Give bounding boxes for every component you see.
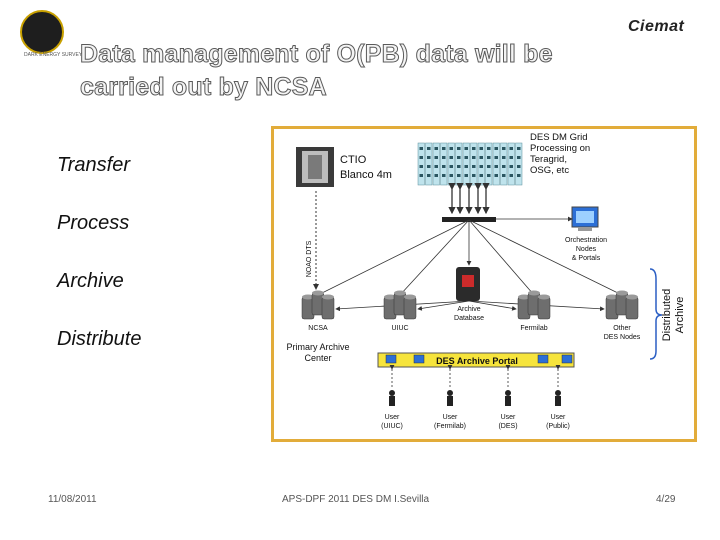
grid-links bbox=[448, 183, 490, 215]
telescope-icon bbox=[296, 147, 334, 187]
distributed-brace bbox=[649, 268, 663, 360]
step-transfer: Transfer bbox=[57, 154, 130, 176]
user-label: User(Public) bbox=[546, 414, 570, 430]
distributed-archive-label: DistributedArchive bbox=[661, 289, 686, 342]
archive-portal-bar bbox=[377, 352, 575, 368]
users: User(UIUC) User(Fermilab) User(DES) User(Pu… bbox=[381, 365, 570, 430]
user-label: User(DES) bbox=[498, 414, 517, 430]
slide-title: Data management of O(PB) data will be ca… bbox=[80, 40, 554, 102]
des-logo bbox=[20, 10, 64, 54]
des-logo-caption: DARK ENERGY SURVEY bbox=[24, 52, 83, 58]
computer-icon bbox=[571, 206, 599, 231]
network-switch-icon bbox=[442, 217, 496, 222]
step-archive: Archive bbox=[57, 270, 124, 292]
portal-computer-icons bbox=[385, 354, 573, 364]
user-label: User(Fermilab) bbox=[434, 414, 466, 430]
ciemat-logo: Ciemat bbox=[628, 18, 685, 35]
node-label: Fermilab bbox=[520, 325, 547, 332]
footer-center: APS-DPF 2011 DES DM I.Sevilla bbox=[282, 494, 430, 505]
grid-rack-icon bbox=[417, 142, 523, 186]
step-process: Process bbox=[57, 212, 130, 234]
user-label: User(UIUC) bbox=[381, 414, 403, 430]
link-label: NOAO DTS bbox=[306, 240, 313, 277]
node-label: UIUC bbox=[391, 325, 408, 332]
footer-page: 4/29 bbox=[656, 494, 676, 505]
node-label: NCSA bbox=[308, 325, 328, 332]
portal-label: DES Archive Portal bbox=[436, 356, 518, 366]
archive-database-icon bbox=[456, 267, 480, 301]
step-distribute: Distribute bbox=[57, 328, 142, 350]
footer-date: 11/08/2011 bbox=[48, 494, 97, 505]
